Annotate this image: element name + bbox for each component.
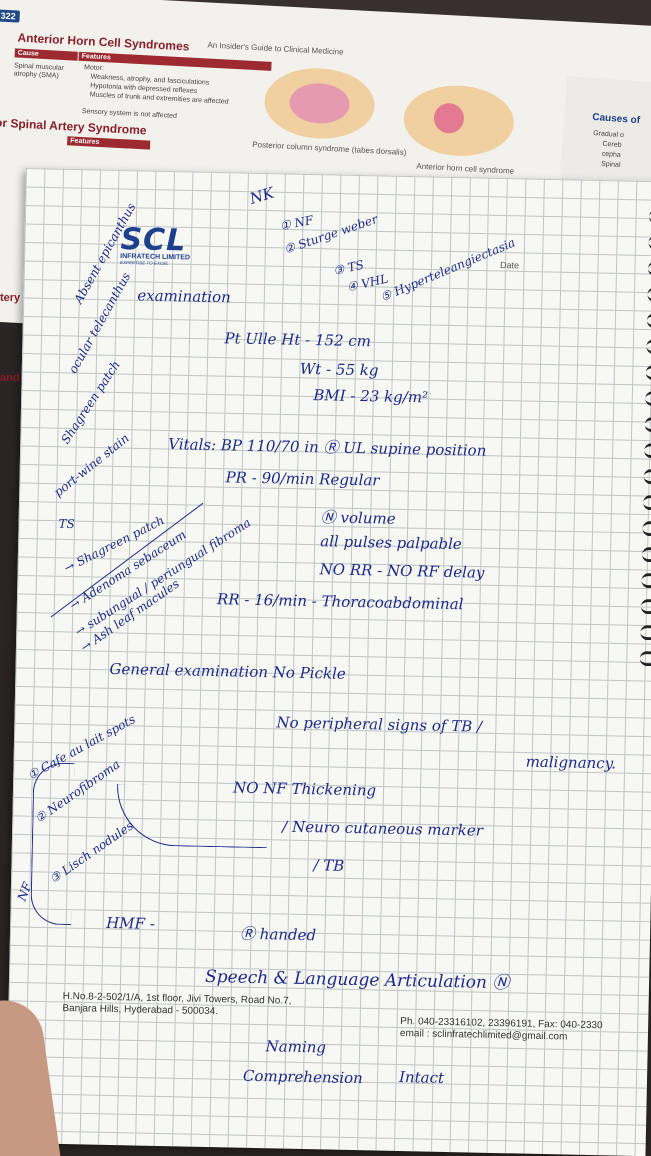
note-ts-item-1: → Shagreen patch <box>61 513 167 576</box>
book-fig-caption-1: Posterior column syndrome (tabes dorsali… <box>252 139 407 158</box>
note-no-peripheral: No peripheral signs of TB / <box>276 713 483 736</box>
footer-address-2: Banjara Hills, Hyderabad - 500034. <box>62 1002 219 1018</box>
spiral-ring <box>640 624 651 641</box>
note-wt-line: Wt - 55 kg <box>299 359 379 380</box>
note-bmi-line: BMI - 23 kg/m² <box>313 386 429 407</box>
spiral-ring <box>641 572 651 589</box>
note-no-nerve: NO NF Thickening <box>232 778 377 800</box>
book-page-number: 322 <box>0 9 21 23</box>
book-right-item-4: Spinal <box>600 160 621 169</box>
note-no-rr: NO RR - NO RF delay <box>319 560 485 582</box>
note-shagreen: Shagreen patch <box>58 358 123 447</box>
note-vitals: Vitals: BP 110/70 in Ⓡ UL supine positio… <box>168 435 487 460</box>
spiral-ring <box>646 313 651 329</box>
spiral-ring <box>645 391 651 407</box>
page-date-label: Date <box>499 259 520 271</box>
spiral-ring <box>641 546 651 563</box>
note-nk-item-1: ① NF <box>278 213 315 234</box>
book-right-item-2: Cereb <box>602 140 622 150</box>
book-running-header: An Insider's Guide to Clinical Medicine <box>207 40 344 57</box>
note-exam-heading: examination <box>137 286 231 307</box>
note-hmf: HMF - <box>106 913 156 933</box>
book-col-features-2: Features <box>67 136 151 150</box>
note-handed: Ⓡ handed <box>239 924 317 945</box>
notebook-page: SCL INFRATECH LIMITED EXPERTISE TO EXCEL… <box>5 168 651 1156</box>
note-rr: RR - 16/min - Thoracoabdominal <box>216 590 464 614</box>
book-right-item-1: Gradual o <box>592 130 625 140</box>
book-row-features-5: Sensory system is not affected <box>81 108 178 120</box>
note-intact: Intact <box>398 1068 445 1087</box>
nf-bracket <box>30 762 75 926</box>
note-nk-item-3: ③ TS <box>332 257 366 279</box>
note-tb: / TB <box>313 856 345 875</box>
note-ts-label: TS <box>58 516 75 532</box>
book-fig-caption-2: Anterior horn cell syndrome <box>416 161 515 176</box>
note-pt-line: Pt Ulle Ht - 152 cm <box>224 329 372 351</box>
spiral-ring <box>640 598 651 615</box>
note-general-exam: General examination No Pickle <box>109 659 346 683</box>
book-row-cause: Spinal muscular atrophy (SMA) <box>13 62 65 80</box>
note-volume: Ⓝ volume <box>320 508 396 528</box>
note-pr: PR - 90/min Regular <box>225 468 380 490</box>
note-neurocut: / Neuro cutaneous marker <box>282 817 484 840</box>
note-comprehension: Comprehension <box>242 1066 363 1088</box>
spiral-ring <box>639 650 651 667</box>
spiral-ring <box>646 339 651 355</box>
spiral-ring <box>642 494 651 511</box>
spiral-ring <box>644 443 651 459</box>
footer-email: email : sclinfratechlimited@gmail.com <box>399 1028 568 1043</box>
book-right-title: Causes of <box>591 111 641 127</box>
spiral-ring <box>643 469 651 485</box>
scl-logo: SCL INFRATECH LIMITED EXPERTISE TO EXCEL <box>120 222 191 266</box>
note-pulses: all pulses palpable <box>320 532 462 554</box>
note-speech: Speech & Language Articulation Ⓝ <box>204 966 510 994</box>
note-ocular-telecanthus: ocular telecanthus <box>65 270 134 376</box>
note-naming: Naming <box>265 1037 327 1057</box>
spiral-ring <box>645 365 651 381</box>
note-malignancy: malignancy. <box>525 752 617 773</box>
book-right-item-3: cepha <box>601 150 622 159</box>
spiral-ring <box>642 520 651 537</box>
spiral-ring <box>644 417 651 433</box>
note-nk-item-5: ⑤ Hyperteleangiectasia <box>378 235 518 305</box>
book-col-cause: Cause <box>14 48 78 61</box>
spiral-ring <box>647 287 651 303</box>
book-row-features-1: Motor: <box>83 64 105 73</box>
note-nk-header: NK <box>247 183 277 208</box>
book-col-features: Features <box>78 51 272 71</box>
